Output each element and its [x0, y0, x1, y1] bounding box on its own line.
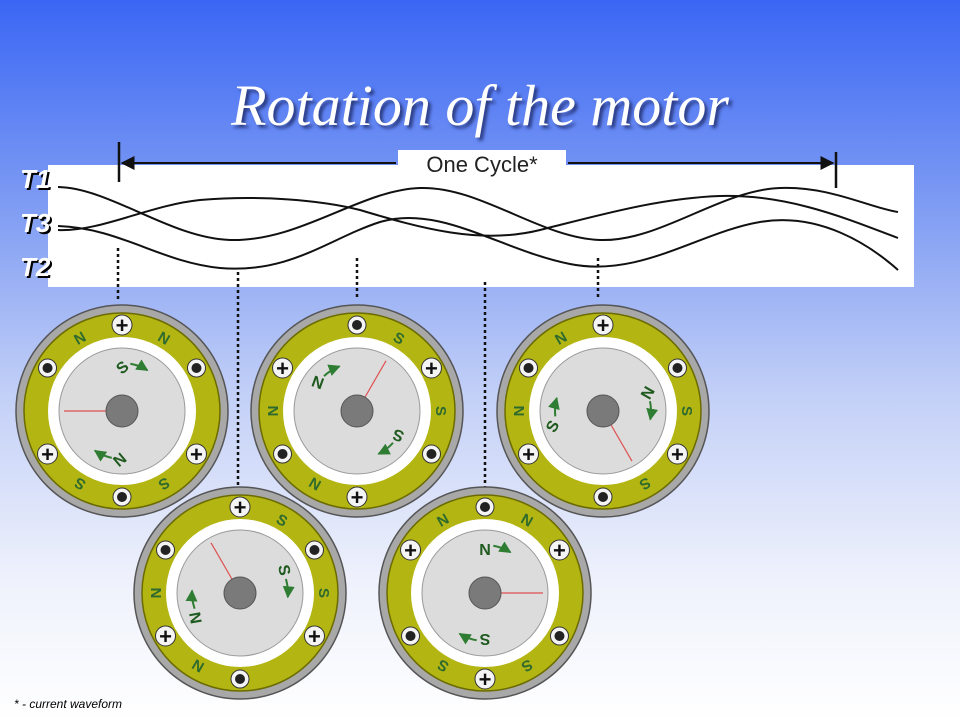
- rotor-pole-label: N: [187, 611, 206, 625]
- stator-pole-label: N: [511, 406, 528, 417]
- label-t1-shadow: T1: [22, 166, 52, 196]
- waveform-panel: [48, 165, 914, 287]
- terminal-dot: [554, 631, 565, 641]
- terminal-positive: [229, 496, 251, 518]
- terminal-dot: [672, 363, 683, 373]
- stator-pole-label: S: [315, 588, 332, 598]
- label-t2-shadow: T2: [22, 254, 53, 284]
- terminal-plus-sign: +: [116, 313, 129, 338]
- time-guides: [116, 248, 600, 500]
- terminal-plus-sign: +: [597, 313, 610, 338]
- label-t2: T2: [20, 252, 51, 282]
- terminal-positive: [474, 668, 496, 690]
- terminal-dot: [352, 320, 362, 330]
- rotation-arrow: [548, 396, 560, 417]
- label-t3: T3: [20, 208, 51, 238]
- rotor-hub: [586, 394, 620, 428]
- rotor-pole-label: N: [479, 542, 491, 559]
- waveform-labels: T1 T1 T3 T3 T2 T2: [20, 164, 53, 284]
- terminal-plus-sign: +: [671, 442, 684, 467]
- terminal-dot: [309, 545, 320, 555]
- terminal-plus-sign: +: [404, 538, 417, 563]
- terminal-positive: [346, 486, 368, 508]
- rotor-pole-label: S: [274, 564, 293, 578]
- terminal-dot: [598, 492, 608, 502]
- cycle-label: One Cycle*: [426, 152, 538, 177]
- rotation-arrow: [185, 589, 198, 609]
- footnote: * - current waveform: [14, 697, 123, 711]
- stator-pole-label: N: [265, 406, 282, 417]
- rotation-arrow: [646, 400, 659, 421]
- terminal-plus-sign: +: [276, 356, 289, 381]
- terminal-positive: [548, 539, 570, 561]
- stator-pole-label: S: [432, 406, 449, 416]
- terminal-plus-sign: +: [479, 667, 492, 692]
- rotor-pole-label: N: [309, 373, 326, 393]
- rotation-arrow: [493, 541, 512, 554]
- rotation-arrow: [93, 449, 112, 462]
- terminal-positive: [272, 357, 294, 379]
- terminal-dot: [405, 631, 416, 641]
- terminal-plus-sign: +: [351, 485, 364, 510]
- rotation-arrow: [377, 442, 394, 455]
- terminal-plus-sign: +: [553, 538, 566, 563]
- terminal-positive: [666, 443, 688, 465]
- terminal-dot: [42, 363, 53, 373]
- terminal-plus-sign: +: [159, 624, 172, 649]
- cycle-label-bg: [398, 150, 566, 178]
- label-t1: T1: [20, 164, 50, 194]
- rotation-arrow: [323, 364, 341, 377]
- terminal-dot: [160, 545, 171, 555]
- terminal-positive: [155, 625, 177, 647]
- terminal-dot: [480, 502, 490, 512]
- rotation-arrow: [458, 632, 477, 645]
- terminal-plus-sign: +: [308, 624, 321, 649]
- terminal-positive: [303, 625, 325, 647]
- terminal-plus-sign: +: [234, 495, 247, 520]
- terminal-plus-sign: +: [425, 356, 438, 381]
- waveform-t1: [57, 186, 899, 242]
- waveform-t2: [57, 216, 899, 271]
- waveform-t3: [57, 194, 899, 239]
- rotor-pole-label: S: [479, 630, 490, 647]
- label-t3-shadow: T3: [22, 210, 53, 240]
- terminal-dot: [523, 363, 534, 373]
- terminal-positive: [111, 314, 133, 336]
- terminal-positive: [400, 539, 422, 561]
- terminal-dot: [191, 363, 202, 373]
- terminal-positive: [518, 443, 540, 465]
- terminal-plus-sign: +: [190, 442, 203, 467]
- terminal-dot: [117, 492, 127, 502]
- terminal-positive: [592, 314, 614, 336]
- stator-pole-label: S: [678, 406, 695, 416]
- terminal-dot: [235, 674, 245, 684]
- terminal-positive: [420, 357, 442, 379]
- rotation-arrow: [282, 578, 295, 599]
- rotor-hub: [468, 576, 502, 610]
- rotor-hub: [223, 576, 257, 610]
- terminal-dot: [426, 449, 437, 459]
- rotor-hub: [105, 394, 139, 428]
- terminal-dot: [277, 449, 288, 459]
- rotation-arrow: [130, 359, 149, 372]
- stator-pole-label: N: [148, 588, 165, 599]
- terminal-plus-sign: +: [522, 442, 535, 467]
- page-title: Rotation of the motor: [231, 73, 729, 138]
- terminal-plus-sign: +: [41, 442, 54, 467]
- terminal-positive: [185, 443, 207, 465]
- rotor-hub: [340, 394, 374, 428]
- terminal-positive: [37, 443, 59, 465]
